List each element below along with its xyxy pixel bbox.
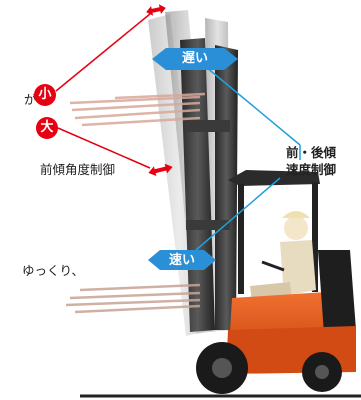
- forklift-body: [196, 170, 356, 394]
- fast-label-arrow: [148, 250, 216, 270]
- speed-control-label-line2: 速度制御: [286, 162, 337, 177]
- tilt-arrow-top: [146, 4, 166, 16]
- forks-lower: [65, 283, 201, 314]
- double-arrow-icon: [146, 4, 166, 16]
- tilt-arrow-bottom: [148, 163, 173, 177]
- small-badge: 小: [34, 84, 56, 106]
- slow-label-arrow: [152, 48, 238, 70]
- tilt-angle-control-label: 前傾角度制御: [40, 162, 116, 177]
- red-pointer-lines: [55, 13, 151, 169]
- double-arrow-icon: [148, 163, 173, 177]
- large-badge: 大: [36, 117, 58, 139]
- slow-label: 遅い: [181, 51, 208, 66]
- partial-text-slowly: ゆっくり、: [22, 263, 85, 278]
- speed-control-label-line1: 前・後傾: [286, 145, 337, 160]
- blue-pointer-lines: [195, 61, 301, 251]
- forks-upper: [69, 92, 206, 127]
- partial-text-ga: が: [24, 92, 37, 107]
- fast-label: 速い: [168, 253, 195, 268]
